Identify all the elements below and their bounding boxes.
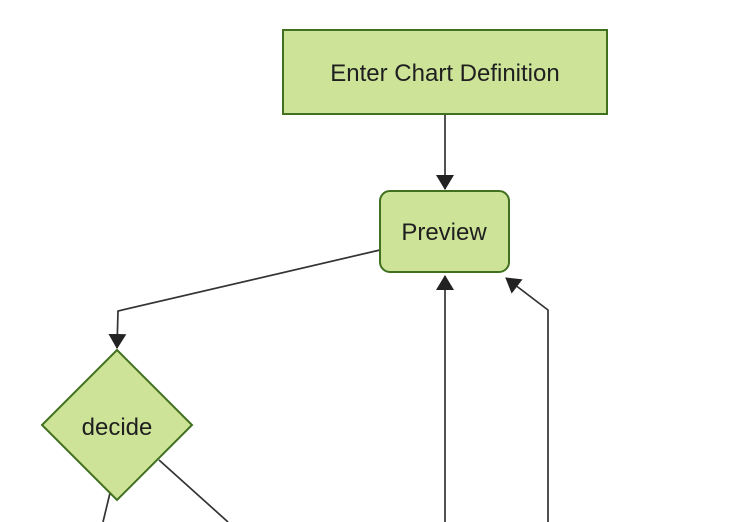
node-enter-chart-definition-shape	[282, 29, 608, 115]
edge-decide-to-offscreen-bottom-right	[158, 459, 229, 522]
edge-preview-to-decide	[108, 249, 381, 349]
node-decide-shape	[40, 348, 194, 502]
node-preview: Preview	[379, 190, 510, 273]
node-decide-label: decide	[82, 414, 153, 441]
node-enter-chart-definition-label: Enter Chart Definition	[330, 60, 559, 87]
edge-offscreen-bottom-right-to-preview	[505, 277, 549, 522]
node-preview-label: Preview	[401, 219, 487, 246]
node-decide: decide	[40, 348, 194, 502]
edge-decide-to-offscreen-bottom-left	[102, 492, 111, 522]
node-enter-chart-definition: Enter Chart Definition	[282, 29, 608, 115]
node-preview-shape	[379, 190, 510, 273]
